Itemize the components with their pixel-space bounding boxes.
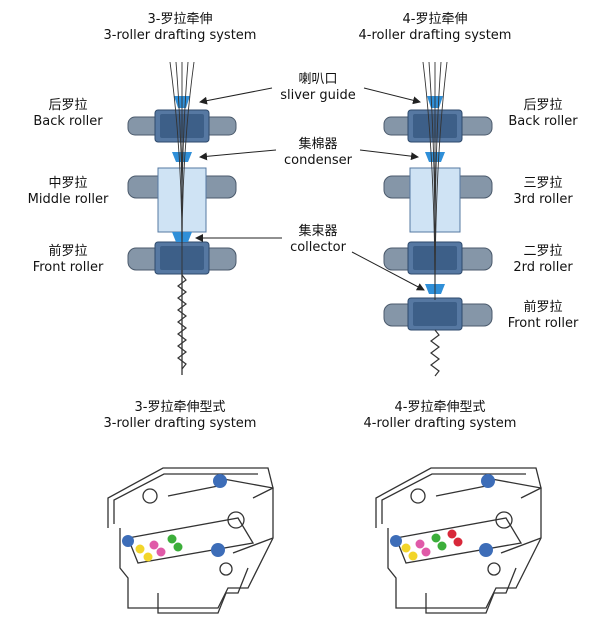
callout-condenser-en: condenser bbox=[284, 153, 352, 168]
top-right-title-en: 4-roller drafting system bbox=[358, 28, 512, 43]
callout-collector-zh: 集束器 bbox=[298, 224, 338, 239]
bottom-left-title-zh: 3-罗拉牵伸型式 bbox=[134, 400, 226, 415]
top-right-title-zh: 4-罗拉牵伸 bbox=[402, 12, 468, 27]
right-label-third-zh: 三罗拉 bbox=[523, 176, 563, 191]
right-label-back-en: Back roller bbox=[508, 114, 578, 129]
callout-sliver-guide: 喇叭口 sliver guide bbox=[268, 72, 368, 104]
callout-collector-en: collector bbox=[290, 240, 346, 255]
left-label-front-zh: 前罗拉 bbox=[48, 244, 88, 259]
top-left-title-en: 3-roller drafting system bbox=[103, 28, 257, 43]
right-label-third: 三罗拉 3rd roller bbox=[493, 176, 593, 208]
left-label-middle-zh: 中罗拉 bbox=[48, 176, 88, 191]
right-label-front-zh: 前罗拉 bbox=[523, 300, 563, 315]
bottom-right-title-en: 4-roller drafting system bbox=[363, 416, 517, 431]
left-drafting-system bbox=[127, 61, 237, 375]
right-drafting-system bbox=[383, 61, 493, 377]
right-yarn bbox=[430, 329, 440, 377]
left-label-front-en: Front roller bbox=[32, 260, 104, 275]
callout-collector: 集束器 collector bbox=[268, 224, 368, 256]
left-label-back-en: Back roller bbox=[33, 114, 103, 129]
right-label-back: 后罗拉 Back roller bbox=[493, 98, 593, 130]
callout-sliver-guide-en: sliver guide bbox=[280, 88, 356, 103]
left-label-middle: 中罗拉 Middle roller bbox=[18, 176, 118, 208]
callout-arrows bbox=[195, 87, 425, 291]
left-label-back: 后罗拉 Back roller bbox=[18, 98, 118, 130]
right-label-second: 二罗拉 2rd roller bbox=[493, 244, 593, 276]
top-left-title-zh: 3-罗拉牵伸 bbox=[147, 12, 213, 27]
right-machine-diagram bbox=[375, 467, 542, 614]
left-machine-diagram bbox=[107, 467, 274, 614]
callout-sliver-guide-zh: 喇叭口 bbox=[298, 72, 338, 87]
right-label-front-en: Front roller bbox=[507, 316, 579, 331]
left-label-front: 前罗拉 Front roller bbox=[18, 244, 118, 276]
right-label-third-en: 3rd roller bbox=[513, 192, 573, 207]
left-label-back-zh: 后罗拉 bbox=[48, 98, 88, 113]
top-left-title: 3-罗拉牵伸 3-roller drafting system bbox=[90, 12, 270, 44]
bottom-left-title: 3-罗拉牵伸型式 3-roller drafting system bbox=[85, 400, 275, 432]
bottom-left-title-en: 3-roller drafting system bbox=[103, 416, 257, 431]
bottom-right-title-zh: 4-罗拉牵伸型式 bbox=[394, 400, 486, 415]
right-front-roller bbox=[383, 297, 493, 331]
right-label-second-en: 2rd roller bbox=[513, 260, 573, 275]
right-label-back-zh: 后罗拉 bbox=[523, 98, 563, 113]
bottom-right-title: 4-罗拉牵伸型式 4-roller drafting system bbox=[345, 400, 535, 432]
right-label-second-zh: 二罗拉 bbox=[523, 244, 563, 259]
right-second-roller bbox=[383, 241, 493, 275]
top-right-title: 4-罗拉牵伸 4-roller drafting system bbox=[345, 12, 525, 44]
right-label-front: 前罗拉 Front roller bbox=[493, 300, 593, 332]
callout-condenser-zh: 集棉器 bbox=[298, 137, 338, 152]
left-label-middle-en: Middle roller bbox=[27, 192, 109, 207]
callout-condenser: 集棉器 condenser bbox=[268, 137, 368, 169]
